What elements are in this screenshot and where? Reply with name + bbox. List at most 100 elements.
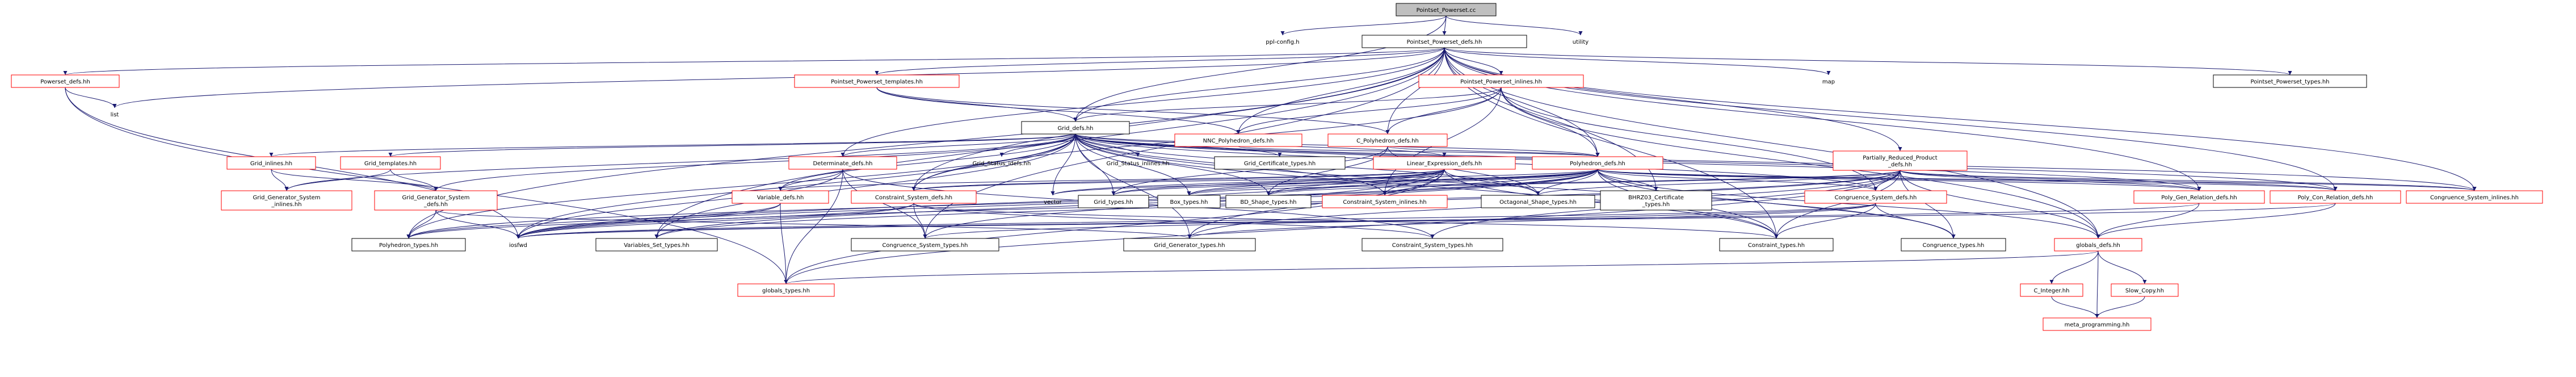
node-box [1719,238,1834,252]
node-box [1322,195,1448,208]
node-congr-sys-inlines[interactable]: Congruence_System_inlines.hh [2406,190,2543,204]
edge-linear-expr-to-vector [1050,169,1445,196]
edge-powerset-defs-to-list [65,87,117,108]
node-box [221,190,352,211]
edge-grid-defs-to-constraint-sys-defs [911,133,1076,191]
node-constraint-sys-types[interactable]: Constraint_System_types.hh [1361,238,1503,252]
node-label: _types.hh [1642,202,1670,208]
node-congr-sys-defs[interactable]: Congruence_System_defs.hh [1804,190,1947,204]
edge-grid-defs-to-variables-set [654,133,1076,239]
node-globals-types[interactable]: globals_types.hh [737,283,835,297]
node-polyhedron-defs[interactable]: Polyhedron_defs.hh [1532,156,1663,170]
edge-gen-sys-defs-to-grid-gen-types [435,210,1192,239]
edge-root-to-ppl-config [1280,15,1447,36]
node-grid-inlines[interactable]: Grid_inlines.hh [226,156,316,170]
edge-polyhedron-defs-to-grid-types [1111,169,1598,196]
edge-pp-defs-to-powerset-defs [64,47,1445,76]
node-slow-copy[interactable]: Slow_Copy.hh [2111,283,2179,297]
node-label: Pointset_Powerset_templates.hh [831,79,923,85]
node-constraint-sys-defs[interactable]: Constraint_System_defs.hh [851,190,977,204]
edge-polyhedron-defs-to-polyhedron-types [406,169,1598,239]
node-gen-sys-defs[interactable]: Grid_Generator_System_defs.hh [374,190,498,211]
node-octagonal[interactable]: Octagonal_Shape_types.hh [1481,195,1595,208]
node-box [788,156,897,170]
node-prp-defs[interactable]: Partially_Reduced_Product_defs.hh [1833,150,1968,171]
node-ppl-config: ppl-config.h [1266,39,1299,45]
edge-congr-sys-defs-to-grid-gen-types [1187,203,1876,239]
node-box [1174,133,1302,147]
node-polyhedron-types[interactable]: Polyhedron_types.hh [351,238,466,252]
node-variable-defs[interactable]: Variable_defs.hh [732,190,829,204]
edge-determinate-to-variable-defs [778,169,843,191]
edge-slow-copy-to-meta-prog [2095,296,2145,319]
edge-polyhedron-defs-to-constraint-sys-defs [911,169,1598,191]
edge-pp-inlines-to-grid-defs [1073,87,1502,122]
node-box [2133,190,2265,204]
node-c-integer[interactable]: C_Integer.hh [2020,283,2083,297]
node-congruence-types[interactable]: Congruence_types.hh [1901,238,2006,252]
node-poly-gen-rel[interactable]: Poly_Gen_Relation_defs.hh [2133,190,2265,204]
node-grid-defs[interactable]: Grid_defs.hh [1021,121,1130,135]
edge-constraint-sys-defs-to-constraint-sys-types [913,203,1435,239]
node-box [1901,238,2006,252]
node-nnc-poly[interactable]: NNC_Polyhedron_defs.hh [1174,133,1302,147]
edge-polyhedron-defs-to-bd-shape-types [1266,169,1598,196]
node-pp-inlines[interactable]: Pointset_Powerset_inlines.hh [1418,74,1584,88]
node-box [2270,190,2401,204]
edge-grid-defs-to-variable-defs [778,133,1076,191]
node-label: Pointset_Powerset_types.hh [2250,79,2329,85]
edge-grid-inlines-to-gen-sys-defs [271,169,438,191]
edge-constraint-sys-defs-to-congr-sys-types [913,203,927,239]
node-gen-sys-inlines[interactable]: Grid_Generator_System_inlines.hh [221,190,352,211]
node-variables-set[interactable]: Variables_Set_types.hh [595,238,718,252]
edge-variable-defs-to-iosfwd [516,203,781,239]
node-map: map [1822,79,1835,85]
node-grid-templates[interactable]: Grid_templates.hh [340,156,441,170]
node-constraint-sys-inlines[interactable]: Constraint_System_inlines.hh [1322,195,1448,208]
node-grid-cert[interactable]: Grid_Certificate_types.hh [1214,156,1346,170]
node-pp-types[interactable]: Pointset_Powerset_types.hh [2213,74,2367,88]
node-bd-shape-types[interactable]: BD_Shape_types.hh [1225,195,1312,208]
node-box [1600,190,1712,211]
node-box [11,74,120,88]
node-determinate[interactable]: Determinate_defs.hh [788,156,897,170]
edge-grid-defs-to-grid-status-idefs [999,133,1076,157]
edge-pp-defs-to-prp-defs [1444,47,1902,152]
node-label: Octagonal_Shape_types.hh [1499,199,1577,206]
edge-globals-defs-to-slow-copy [2098,250,2147,284]
edge-grid-defs-to-congr-sys-inlines [1075,133,2477,191]
node-root[interactable]: Pointset_Powerset.cc [1396,3,1497,16]
node-label: C_Integer.hh [2034,288,2070,294]
node-pp-defs[interactable]: Pointset_Powerset_defs.hh [1361,35,1527,48]
node-box [1225,195,1312,208]
edge-grid-inlines-to-gen-sys-inlines [271,169,289,191]
node-vector: vector [1044,199,1062,206]
node-powerset-defs[interactable]: Powerset_defs.hh [11,74,120,88]
node-constraint-types[interactable]: Constraint_types.hh [1719,238,1834,252]
node-linear-expr[interactable]: Linear_Expression_defs.hh [1373,156,1516,170]
node-grid-gen-types[interactable]: Grid_Generator_types.hh [1123,238,1256,252]
node-box [1123,238,1256,252]
node-box-types[interactable]: Box_types.hh [1157,195,1221,208]
edge-polyhedron-defs-to-poly-gen-rel [1597,169,2201,191]
node-poly-con-rel[interactable]: Poly_Con_Relation_defs.hh [2270,190,2401,204]
node-label: Pointset_Powerset.cc [1417,7,1476,14]
node-grid-status-idefs: Grid_Status_idefs.hh [973,161,1031,167]
edge-constraint-sys-defs-to-iosfwd [516,203,914,239]
node-globals-defs[interactable]: globals_defs.hh [2054,238,2142,252]
node-congr-sys-types[interactable]: Congruence_System_types.hh [851,238,999,252]
node-label: BHRZ03_Certificate [1628,195,1684,201]
node-label: _defs.hh [1888,162,1912,168]
node-pp-templates[interactable]: Pointset_Powerset_templates.hh [794,74,960,88]
edge-prp-defs-to-congruence-types [1900,170,1956,239]
node-grid-types[interactable]: Grid_types.hh [1078,195,1149,208]
node-c-poly[interactable]: C_Polyhedron_defs.hh [1327,133,1448,147]
node-label: Grid_Status_inlines.hh [1106,161,1169,167]
node-box [1361,35,1527,48]
node-bhrz03[interactable]: BHRZ03_Certificate_types.hh [1600,190,1712,211]
node-label: meta_programming.hh [2065,322,2130,328]
node-box [1327,133,1448,147]
node-meta-prog[interactable]: meta_programming.hh [2043,317,2151,331]
edge-grid-defs-to-poly-con-rel [1075,133,2338,191]
